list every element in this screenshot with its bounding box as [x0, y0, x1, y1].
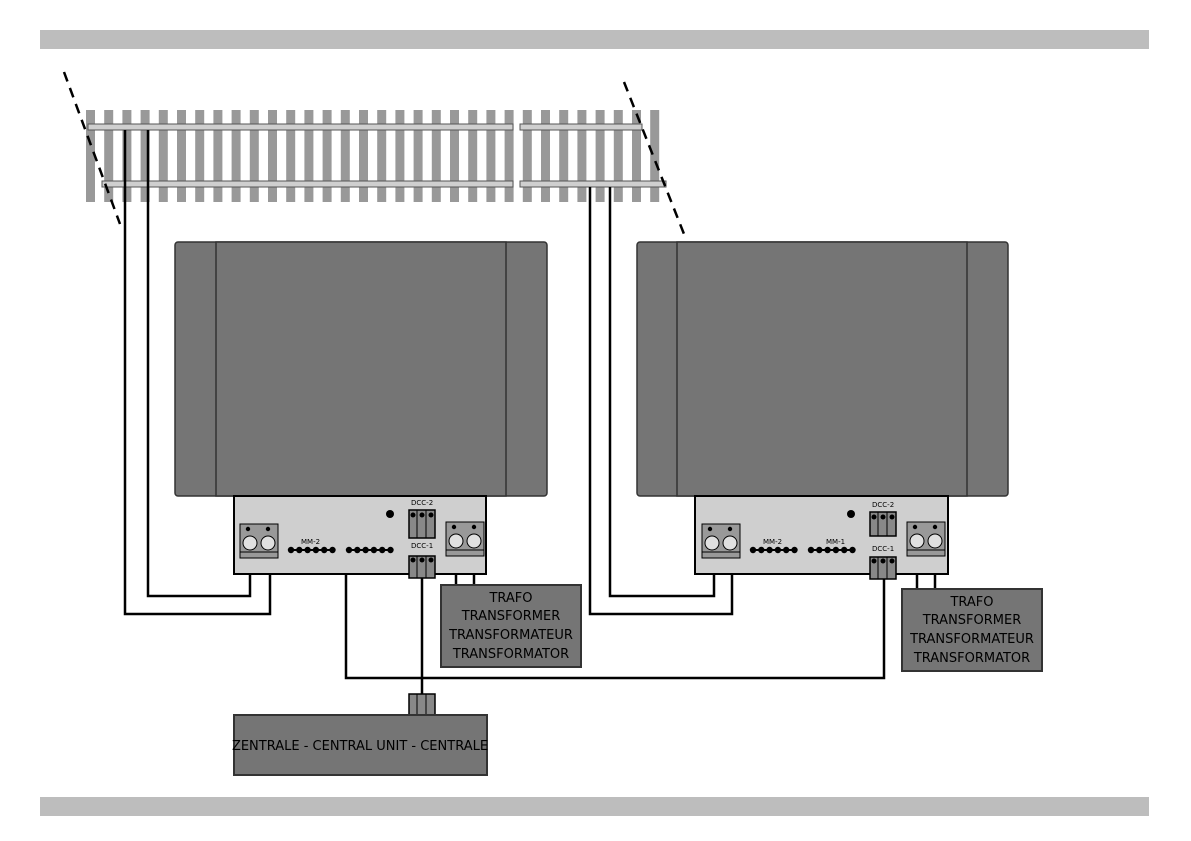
module-led	[386, 510, 394, 518]
header-pin	[313, 547, 319, 553]
transformer-box-left: TRAFO TRANSFORMER TRANSFORMATEUR TRANSFO…	[441, 585, 581, 667]
central-unit-connector	[409, 694, 435, 716]
module-left: MM-2 DCC-2 DCC-1 TRAFO TRANSFORMER TRANS…	[175, 242, 581, 667]
pin-label-mm1: MM-1	[826, 538, 845, 546]
header-pin	[758, 547, 764, 553]
header-pin	[791, 547, 797, 553]
header-pin	[288, 547, 294, 553]
central-unit: ZENTRALE - CENTRAL UNIT - CENTRALE	[232, 694, 488, 775]
header-pin	[346, 547, 352, 553]
header-pin	[775, 547, 781, 553]
header-pin	[304, 547, 310, 553]
connector-label-dcc2: DCC-2	[872, 501, 894, 509]
power-terminal-block	[446, 522, 484, 556]
header-pin	[833, 547, 839, 553]
header-pin	[371, 547, 377, 553]
transformer-line-1: TRAFO	[488, 591, 532, 606]
rail-bottom-right	[520, 181, 666, 187]
header-pin	[849, 547, 855, 553]
rail-bottom-left	[102, 181, 513, 187]
header-pin	[296, 547, 302, 553]
pin-label-mm2: MM-2	[763, 538, 782, 546]
module-led	[847, 510, 855, 518]
pin-label-mm2: MM-2	[301, 538, 320, 546]
connector-dcc2	[870, 512, 896, 536]
header-pin	[750, 547, 756, 553]
rail-top-right	[520, 124, 642, 130]
transformer-line-4: TRANSFORMATOR	[913, 651, 1030, 666]
power-terminal-block	[907, 522, 945, 556]
track-sleeper	[650, 110, 659, 202]
header-pin	[824, 547, 830, 553]
header-pin	[354, 547, 360, 553]
connector-label-dcc2: DCC-2	[411, 499, 433, 507]
connector-dcc1	[870, 557, 896, 579]
header-pin	[387, 547, 393, 553]
connector-dcc2	[409, 510, 435, 538]
header-pin	[783, 547, 789, 553]
central-unit-label: ZENTRALE - CENTRAL UNIT - CENTRALE	[232, 739, 488, 754]
transformer-line-2: TRANSFORMER	[461, 609, 561, 624]
connector-label-dcc1: DCC-1	[872, 545, 894, 553]
transformer-box-right: TRAFO TRANSFORMER TRANSFORMATEUR TRANSFO…	[902, 589, 1042, 671]
module-housing-cover	[216, 242, 506, 496]
module-housing-cover	[677, 242, 967, 496]
transformer-line-1: TRAFO	[949, 595, 993, 610]
track-terminal-block	[240, 524, 278, 558]
connector-dcc1	[409, 556, 435, 578]
transformer-line-3: TRANSFORMATEUR	[448, 628, 573, 643]
header-pin	[841, 547, 847, 553]
rail-top-left	[88, 124, 513, 130]
transformer-line-4: TRANSFORMATOR	[452, 647, 569, 662]
connector-label-dcc1: DCC-1	[411, 542, 433, 550]
module-right: MM-2 MM-1 DCC-2 DCC-1 TRAFO TRANSFORMER …	[637, 242, 1042, 671]
header-pin	[379, 547, 385, 553]
header-pin	[329, 547, 335, 553]
transformer-line-2: TRANSFORMER	[922, 613, 1022, 628]
header-pin	[808, 547, 814, 553]
header-pin	[766, 547, 772, 553]
header-pin	[321, 547, 327, 553]
header-pin	[362, 547, 368, 553]
track-terminal-block	[702, 524, 740, 558]
transformer-line-3: TRANSFORMATEUR	[909, 632, 1034, 647]
header-pin	[816, 547, 822, 553]
